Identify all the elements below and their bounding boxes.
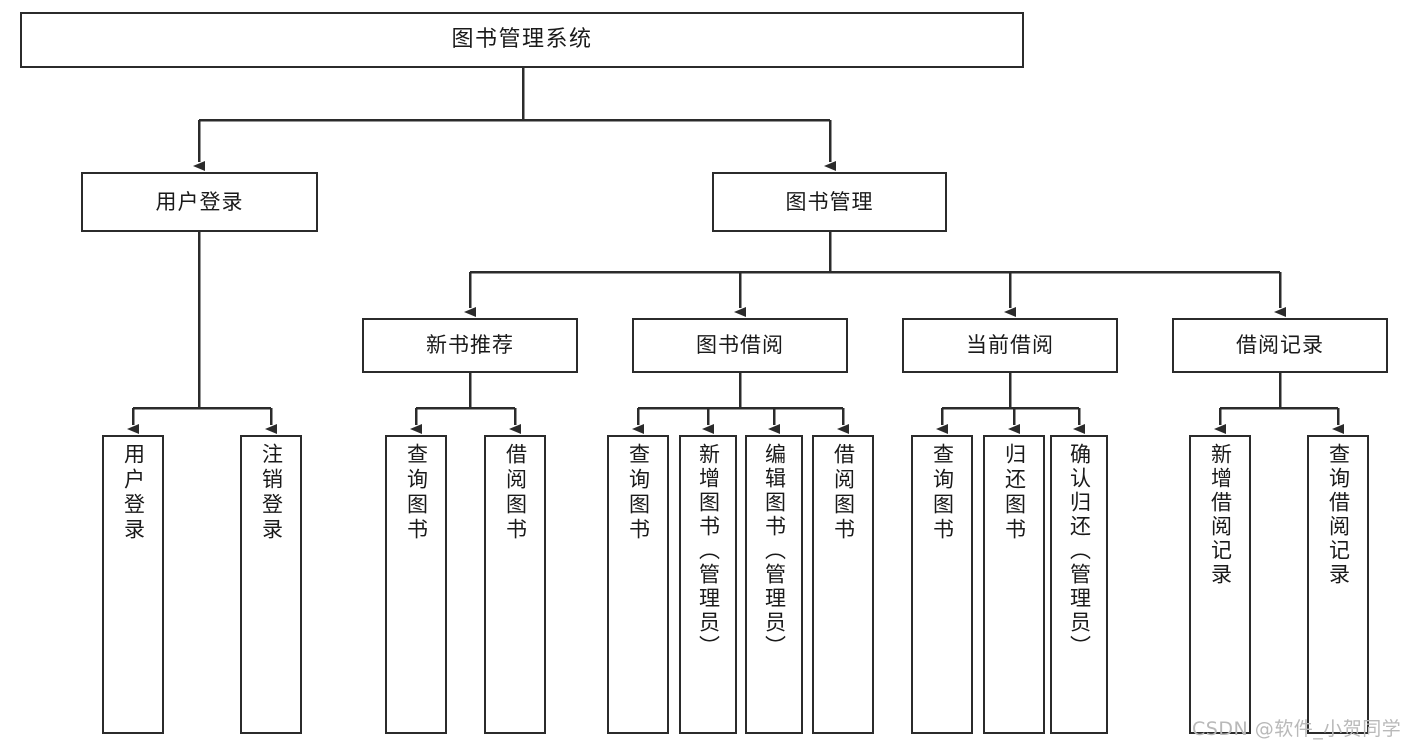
node-label: 查询图书 [404, 443, 429, 543]
node-label: 查询图书 [930, 443, 955, 543]
node-leaf-user-login[interactable]: 用户登录 [102, 435, 164, 734]
node-label: 新书推荐 [426, 333, 514, 358]
node-label: 新增图书（管理员） [696, 443, 721, 659]
csdn-watermark: CSDN @软件_小贺同学 [1192, 718, 1402, 740]
node-book-borrow[interactable]: 图书借阅 [632, 318, 848, 373]
node-label: 借阅图书 [503, 443, 528, 543]
node-label: 图书管理系统 [451, 27, 593, 53]
node-label: 查询借阅记录 [1326, 443, 1351, 587]
node-label: 图书借阅 [696, 333, 784, 358]
node-label: 借阅图书 [831, 443, 856, 543]
node-borrow-record[interactable]: 借阅记录 [1172, 318, 1388, 373]
node-leaf-borrow-book-borrow[interactable]: 借阅图书 [812, 435, 874, 734]
node-leaf-user-logout[interactable]: 注销登录 [240, 435, 302, 734]
node-leaf-return-book[interactable]: 归还图书 [983, 435, 1045, 734]
node-label: 借阅记录 [1236, 333, 1324, 358]
node-current-borrow[interactable]: 当前借阅 [902, 318, 1118, 373]
node-user-login[interactable]: 用户登录 [81, 172, 318, 232]
node-leaf-query-book-recommend[interactable]: 查询图书 [385, 435, 447, 734]
node-leaf-confirm-return-admin[interactable]: 确认归还（管理员） [1050, 435, 1108, 734]
node-label: 用户登录 [155, 189, 244, 214]
node-root-book-management-system[interactable]: 图书管理系统 [20, 12, 1024, 68]
node-label: 注销登录 [259, 443, 284, 543]
node-label: 归还图书 [1002, 443, 1027, 543]
node-label: 当前借阅 [966, 333, 1054, 358]
node-leaf-query-borrow-record[interactable]: 查询借阅记录 [1307, 435, 1369, 734]
node-label: 图书管理 [785, 189, 874, 214]
node-label: 查询图书 [626, 443, 651, 543]
node-label: 编辑图书（管理员） [762, 443, 787, 659]
node-new-book-recommend[interactable]: 新书推荐 [362, 318, 578, 373]
node-leaf-query-book-borrow[interactable]: 查询图书 [607, 435, 669, 734]
node-leaf-borrow-book-recommend[interactable]: 借阅图书 [484, 435, 546, 734]
node-label: 新增借阅记录 [1208, 443, 1233, 587]
node-book-manage[interactable]: 图书管理 [712, 172, 947, 232]
node-label: 确认归还（管理员） [1067, 443, 1092, 659]
node-label: 用户登录 [121, 443, 146, 543]
node-leaf-edit-book-admin[interactable]: 编辑图书（管理员） [745, 435, 803, 734]
node-leaf-add-book-admin[interactable]: 新增图书（管理员） [679, 435, 737, 734]
node-leaf-add-borrow-record[interactable]: 新增借阅记录 [1189, 435, 1251, 734]
node-leaf-query-book-current[interactable]: 查询图书 [911, 435, 973, 734]
